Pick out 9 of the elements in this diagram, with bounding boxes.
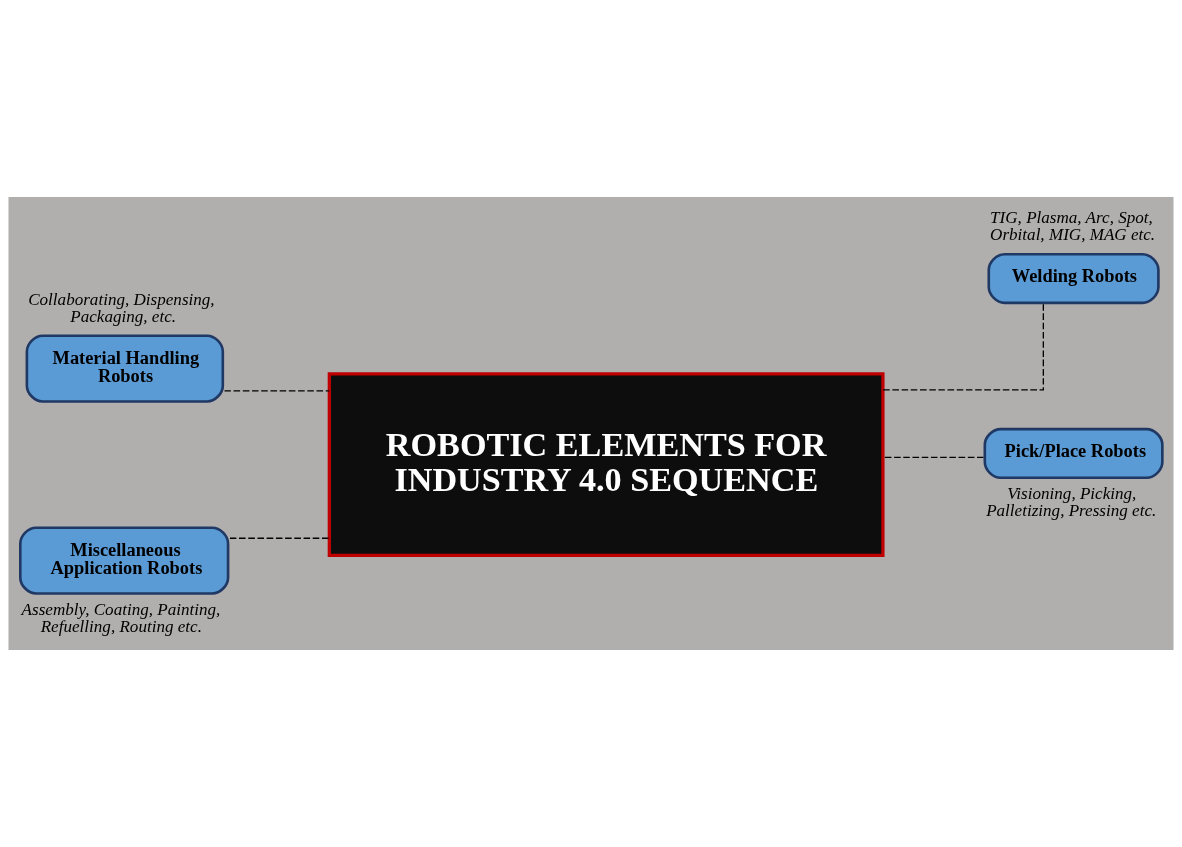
node-label: Visioning, Picking, Palletizing, Pressing etc. xyxy=(986,484,1157,521)
connector xyxy=(223,390,330,392)
connector xyxy=(882,303,1044,391)
connector xyxy=(229,537,330,539)
node-label: Assembly, Coating, Painting, Refuelling, Routing etc. xyxy=(21,600,221,637)
connector xyxy=(882,456,985,458)
node-box: ROBOTIC ELEMENTS FOR INDUSTRY 4.0 SEQUENCE xyxy=(327,372,885,557)
node-label: Collaborating, Dispensing, Packaging, etc. xyxy=(28,289,215,326)
node-label: TIG, Plasma, Arc, Spot, Orbital, MIG, MAG etc. xyxy=(990,208,1156,245)
